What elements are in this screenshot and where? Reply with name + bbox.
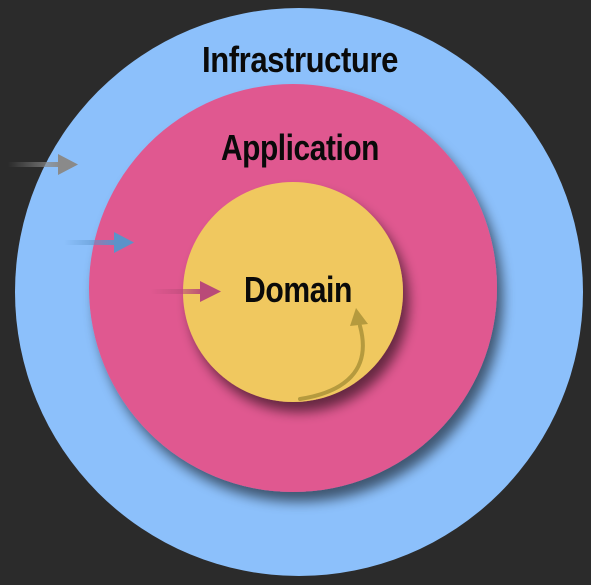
domain-arrow-icon	[150, 281, 221, 302]
application-label: Application	[221, 127, 379, 168]
infrastructure-label: Infrastructure	[202, 39, 398, 80]
domain-label: Domain	[244, 269, 352, 310]
infrastructure-arrow-icon	[8, 154, 78, 175]
domain-self-arrow-icon	[298, 308, 368, 401]
application-arrow-icon	[64, 232, 134, 253]
domain-layer	[183, 182, 403, 402]
